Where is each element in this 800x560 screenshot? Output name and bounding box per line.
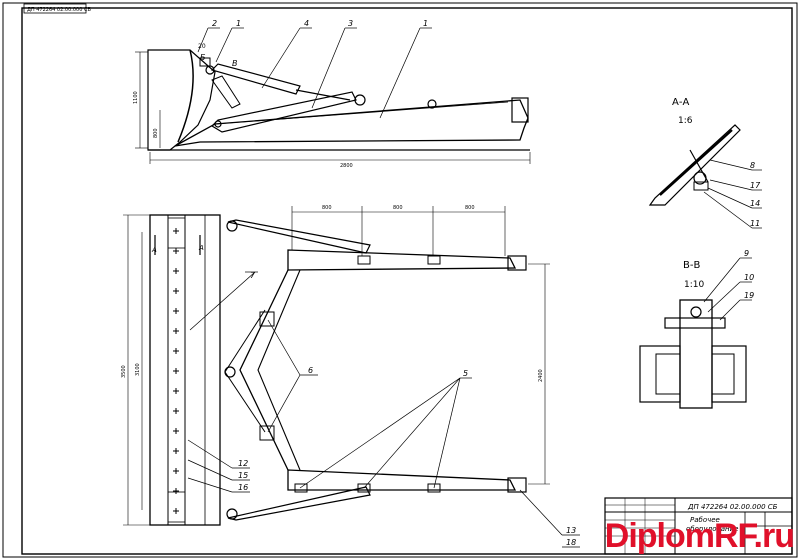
push-beam-bottom <box>287 469 517 491</box>
section-bb-pin <box>679 299 713 409</box>
callout-18: 18 <box>566 538 576 547</box>
callout-1: 1 <box>236 19 241 28</box>
callout-6: 6 <box>308 366 313 375</box>
aa-item-11: 11 <box>750 219 760 228</box>
callout-3: 3 <box>348 19 353 28</box>
dim-right-label: 2400 <box>538 369 544 382</box>
corner-stamp: ДП 472264 02.00.000 СБ <box>27 7 91 13</box>
dim-height-label: 1100 <box>133 91 139 104</box>
title-block: ДП 472264 02.00.000 СБ Рабочее оборудова… <box>604 497 793 555</box>
callout-5: 5 <box>463 369 468 378</box>
mark-b: Б <box>200 53 206 62</box>
upper-rod <box>210 63 301 95</box>
side-view: 1100 800 2800 20 Б В 2 1 4 3 1 <box>133 19 531 169</box>
aa-item-14: 14 <box>750 199 760 208</box>
hydro-cylinder <box>211 91 357 133</box>
callout-16: 16 <box>238 483 248 492</box>
callout-13: 13 <box>566 526 576 535</box>
aa-item-17: 17 <box>750 181 761 190</box>
central-hinge <box>224 366 236 378</box>
dim-inner-label: 3100 <box>135 363 141 376</box>
callout-1b: 1 <box>423 19 428 28</box>
dim-small-label: 20 <box>198 43 206 50</box>
push-frame-inner <box>214 101 509 125</box>
watermark: DiplomRF.ru <box>604 517 795 555</box>
section-bb: В-В 1:10 9 10 19 <box>639 249 754 409</box>
dim-width-label: 3500 <box>121 365 127 378</box>
upper-strut-top <box>227 219 371 254</box>
pivot-rear <box>427 99 437 109</box>
section-aa: А-А 1:6 8 17 14 11 <box>648 97 762 229</box>
dim-seg2: 800 <box>393 205 403 211</box>
dim-seg3: 800 <box>465 205 475 211</box>
title-block-name2: оборудование <box>686 525 738 533</box>
brace <box>211 75 241 109</box>
plan-view: 3500 3100 А А 800 800 800 2 <box>121 205 580 548</box>
corner-stamp-box <box>23 3 87 14</box>
mark-v: В <box>232 59 238 68</box>
upper-rod-ext <box>295 89 351 101</box>
section-mark-a1: А <box>151 246 157 254</box>
section-bb-washer <box>664 317 726 329</box>
bolt-row <box>173 228 179 514</box>
section-mark-a2: А <box>198 244 204 252</box>
dim-lower-label: 800 <box>153 128 159 138</box>
bb-item-9: 9 <box>744 249 749 258</box>
title-block-code: ДП 472264 02.00.000 СБ <box>687 503 778 511</box>
pivot-lower <box>214 120 222 128</box>
title-block-name1: Рабочее <box>690 516 720 524</box>
pivot-mid <box>354 94 366 106</box>
push-beam-top <box>287 249 517 271</box>
section-aa-bolt <box>693 171 707 185</box>
frame-arm-inner <box>257 269 301 471</box>
callout-12: 12 <box>238 459 248 468</box>
blade-curve <box>177 49 194 143</box>
section-aa-plate <box>648 124 741 206</box>
bb-item-19: 19 <box>744 291 754 300</box>
section-aa-title: А-А <box>672 97 689 108</box>
dim-seg1: 800 <box>322 205 332 211</box>
callout-15: 15 <box>238 471 248 480</box>
section-bb-scale: 1:10 <box>684 280 704 290</box>
aa-item-8: 8 <box>750 161 755 170</box>
frame-arm-outer <box>239 269 289 471</box>
callout-7: 7 <box>250 271 256 280</box>
callout-4: 4 <box>304 19 309 28</box>
section-bb-title: В-В <box>683 260 700 271</box>
inner-frame <box>21 7 793 555</box>
section-aa-scale: 1:6 <box>678 116 693 126</box>
callout-2: 2 <box>212 19 217 28</box>
bracket <box>199 57 211 67</box>
bb-item-10: 10 <box>744 273 754 282</box>
dim-length-label: 2800 <box>340 163 353 169</box>
rear-joint <box>511 97 529 123</box>
